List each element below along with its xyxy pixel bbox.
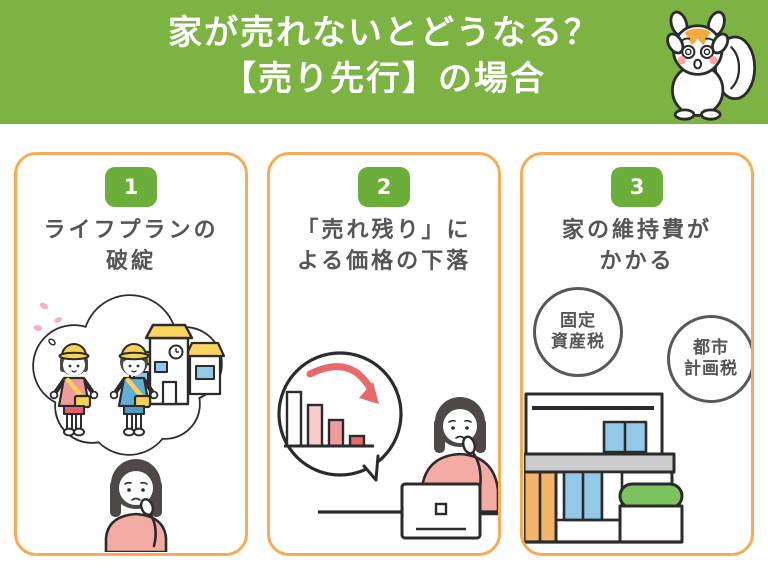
boy-icon bbox=[109, 343, 159, 437]
card-number-badge: 1 bbox=[105, 167, 157, 207]
girl-icon bbox=[49, 343, 99, 437]
woman-at-laptop-icon bbox=[318, 397, 498, 540]
card-maintenance-cost: 3 家の維持費が かかる 固定 資産税 都市 計画税 bbox=[520, 152, 754, 556]
page-title-line2: 【売り先行】の場合 bbox=[222, 58, 546, 99]
card-title: 「売れ残り」に よる価格の下落 bbox=[270, 216, 498, 278]
city-planning-tax-badge: 都市 計画税 bbox=[667, 315, 751, 403]
shocked-squirrel-icon bbox=[666, 10, 757, 121]
woman-thinking-of-children-school-icon bbox=[32, 294, 226, 552]
card-title-line1: 家の維持費が bbox=[561, 218, 712, 243]
header-banner: 家が売れないとどうなる？ 【売り先行】の場合 bbox=[0, 0, 768, 124]
card-title-line1: ライフプランの bbox=[43, 218, 219, 243]
card-title-line2: 破綻 bbox=[105, 248, 156, 274]
card-title: 家の維持費が かかる bbox=[523, 216, 751, 278]
page-title-line1: 家が売れないとどうなる？ bbox=[168, 13, 600, 53]
card-number-badge: 3 bbox=[611, 167, 663, 207]
cards-row: 1 ライフプランの 破綻 bbox=[0, 152, 768, 556]
card-title-line1: 「売れ残り」に bbox=[296, 218, 472, 243]
card-life-plan: 1 ライフプランの 破綻 bbox=[14, 152, 248, 556]
card-number-badge: 2 bbox=[358, 167, 410, 207]
cherry-petals-icon bbox=[33, 302, 62, 346]
card-title: ライフプランの 破綻 bbox=[17, 216, 245, 278]
worried-woman-icon bbox=[104, 459, 168, 552]
card-title-line2: かかる bbox=[599, 248, 675, 274]
laptop-icon bbox=[400, 482, 482, 540]
declining-bar-chart-icon bbox=[277, 351, 403, 482]
tax-label-line1: 都市 bbox=[693, 337, 729, 358]
card-price-drop: 2 「売れ残り」に よる価格の下落 bbox=[267, 152, 501, 556]
house-icon bbox=[524, 392, 684, 544]
tax-label-line1: 固定 bbox=[560, 310, 596, 331]
price-decline-chart-woman-laptop-icon bbox=[277, 351, 498, 540]
fixed-asset-tax-badge: 固定 資産税 bbox=[533, 287, 623, 377]
tax-label-line2: 計画税 bbox=[684, 359, 738, 379]
card-title-line2: よる価格の下落 bbox=[296, 248, 472, 274]
page-title: 家が売れないとどうなる？ 【売り先行】の場合 bbox=[0, 0, 768, 103]
tax-label-line2: 資産税 bbox=[551, 332, 605, 352]
